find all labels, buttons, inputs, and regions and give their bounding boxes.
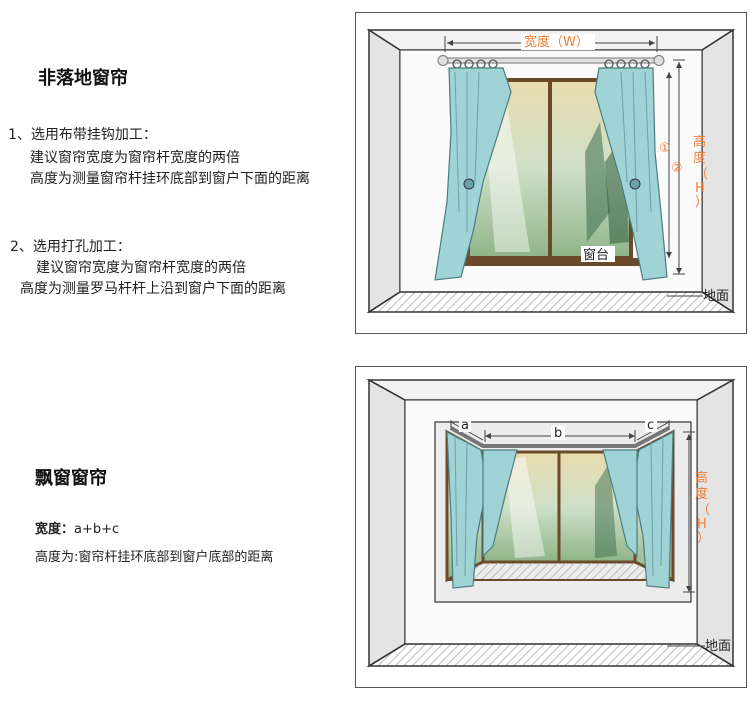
section1-title: 非落地窗帘 — [38, 68, 128, 89]
bay-right-curtain — [632, 430, 674, 589]
bay-curtain-rod — [450, 426, 670, 448]
left-curtain — [434, 67, 512, 281]
section2-width: 宽度：a+b+c — [35, 518, 119, 537]
height-label-char-3: H — [695, 181, 705, 196]
section2-width-key: 宽度： — [35, 522, 75, 537]
section1-item2-num: 2、选用打孔加工： — [10, 239, 131, 255]
bay-height-char-0: 高 — [695, 470, 708, 486]
bay-floor-label: 地面 — [705, 639, 731, 654]
section2-width-value: a+b+c — [74, 522, 120, 537]
bay-height-char-1: 度 — [695, 486, 708, 502]
bay-height-char-4: ） — [697, 531, 710, 546]
section1-item1-num: 1、选用布带挂钩加工： — [8, 127, 157, 143]
section2-title: 飘窗窗帘 — [35, 468, 107, 489]
marker-2: ② — [671, 161, 683, 176]
section1-item1-line2: 高度为测量窗帘杆挂环底部到窗户下面的距离 — [30, 171, 310, 187]
bay-height-char-3: H — [697, 517, 707, 532]
height-label-char-0: 高 — [693, 134, 706, 150]
bay-height-char-2: （ — [697, 503, 710, 518]
label-b: b — [554, 426, 562, 441]
label-c: c — [647, 418, 654, 433]
section1-item2-line2: 高度为测量罗马杆杆上沿到窗户下面的距离 — [20, 281, 286, 297]
section1-item2-line1: 建议窗帘宽度为窗帘杆宽度的两倍 — [36, 260, 246, 276]
floor-label: 地面 — [703, 289, 729, 304]
label-a: a — [461, 418, 469, 433]
window-sill — [459, 258, 641, 266]
diagram-bay-window: a b c 高 度 （ H ） 地面 — [355, 366, 747, 688]
diagram-standard-window: 宽度（W） ① ② 高 度 （ H ） 窗台 地面 — [355, 12, 747, 334]
marker-1: ① — [659, 141, 671, 156]
sill-label: 窗台 — [583, 247, 609, 263]
width-label: 宽度（W） — [524, 34, 589, 50]
height-label-char-1: 度 — [693, 150, 706, 166]
section1-item1-line1: 建议窗帘宽度为窗帘杆宽度的两倍 — [30, 150, 240, 166]
left-wall — [368, 28, 401, 314]
right-curtain — [594, 67, 668, 281]
height-label-char-2: （ — [695, 167, 708, 182]
section2-height-text: 高度为:窗帘杆挂环底部到窗户底部的距离 — [35, 550, 274, 565]
floor — [366, 291, 736, 313]
height-label-char-4: ） — [695, 195, 708, 210]
